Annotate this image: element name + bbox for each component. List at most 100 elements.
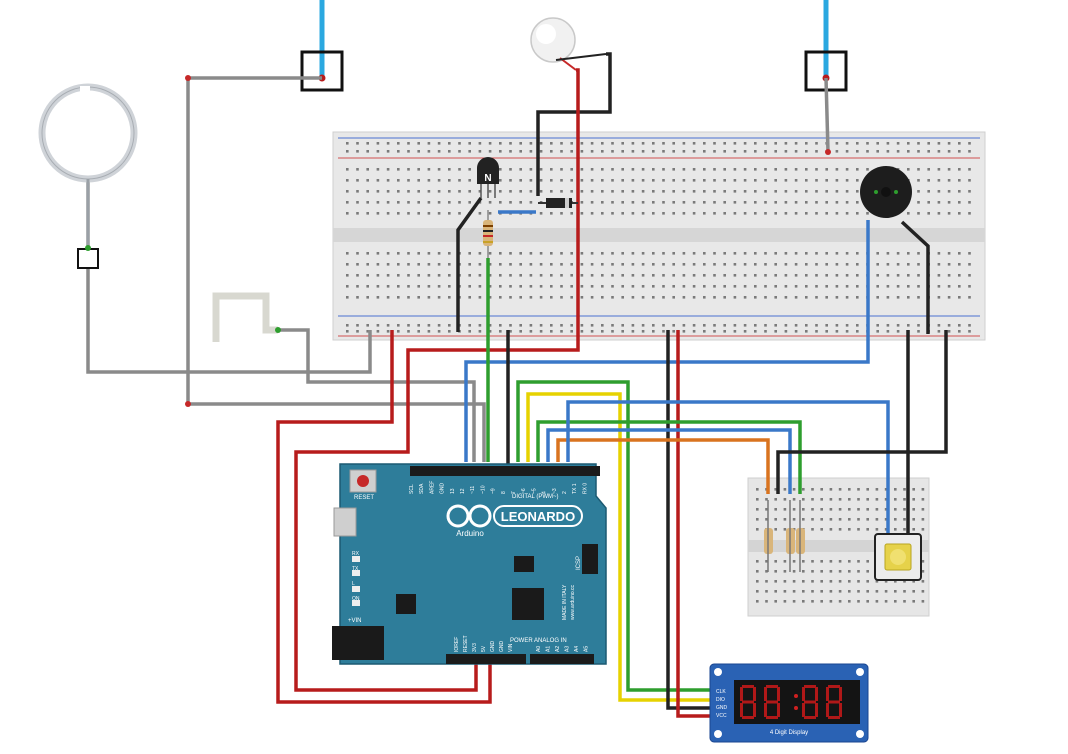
buzzer-black-wire [900,220,930,334]
display-segment [764,703,767,717]
display-segment [742,716,754,719]
digital-pin-label: TX 1 [572,483,578,494]
display-segment [740,703,743,717]
digital-pin-label: ~6 [521,488,527,494]
icsp-label: ICSP [576,556,582,570]
digital-pin-label: 8 [501,491,507,494]
four-digit-display: CLK DIO GND VCC 4 Digit Display [709,663,869,743]
display-segment [766,716,778,719]
arduino-leonardo: LEONARDO Arduino RESET +VIN POWER ANALOG… [332,463,607,665]
red-wire-5v [276,330,492,704]
transistor-label: N [484,173,491,184]
power-pin-label: 5V [481,645,487,652]
digital-pin-label: 13 [450,488,456,494]
made-in-label: MADE IN ITALY [562,584,568,620]
blue-wire-led [546,428,792,494]
display-segment [777,703,780,717]
digital-pin-label: 2 [562,491,568,494]
display-segment [742,685,754,688]
led-label: RX [352,551,360,557]
power-pin-label: VIN [508,643,514,652]
digital-pin-label: 7 [511,491,517,494]
display-segment [802,687,805,701]
digital-pin-label: AREF [429,481,435,494]
digital-pin-label: RX 0 [582,483,588,494]
display-segment [815,703,818,717]
digital-pin-label: ~9 [491,488,497,494]
analog-label: ANALOG IN [534,638,567,644]
display-pin-label: DIO [716,697,725,703]
blue-wire-button [566,400,890,542]
board-brand-label: Arduino [456,529,484,538]
analog-pin-label: A5 [584,646,590,652]
ring-electrode [38,83,138,250]
analog-pin-label: A4 [574,646,580,652]
yellow-wire-dio [526,392,714,702]
display-segment [742,700,754,704]
ring-connector [77,248,99,269]
led-label: L [352,581,355,587]
power-pin-label: GND [490,641,496,653]
small-resistors [764,500,805,572]
motor-black-wire [536,52,612,196]
digital-pin-label: GND [440,483,446,495]
digital-pin-label: ~5 [531,488,537,494]
display-segment [753,687,756,701]
display-segment [753,703,756,717]
led-label: ON [352,596,360,602]
resistor [483,210,493,258]
display-segment [828,700,840,704]
push-button [874,533,922,581]
transistor-emitter-wire [456,196,483,332]
digital-pin-label: 4 [542,491,548,494]
display-pin-label: VCC [716,713,727,719]
main-breadboard [332,131,986,341]
power-label: POWER [510,638,533,644]
digital-pin-label: SDA [419,483,425,494]
digital-pin-label: ~3 [552,488,558,494]
digital-pin-label: ~11 [470,486,476,494]
display-segment [826,687,829,701]
digital-pin-label: ~10 [480,485,486,494]
display-segment [826,703,829,717]
green-wire-led [536,420,802,494]
red-wire-display-vcc [676,330,714,718]
board-name-label: LEONARDO [501,509,575,524]
digital-pin-label: 12 [460,488,466,494]
digital-pin-label: SCL [409,484,415,494]
green-wire-clk [516,380,714,692]
display-segment [839,703,842,717]
display-segment [815,687,818,701]
analog-pin-label: A1 [546,646,552,652]
bent-sensor-wire [212,292,278,342]
analog-pin-label: A3 [565,646,571,652]
display-segment [804,700,816,704]
analog-pin-label: A2 [555,646,561,652]
black-wire-small-gnd [776,330,948,494]
display-segment [777,687,780,701]
display-segment [804,716,816,719]
power-pin-label: GND [499,641,505,653]
led-label: TX [352,566,359,572]
orange-wire-led [556,438,770,494]
display-segment [766,685,778,688]
vin-label: +VIN [348,618,362,624]
black-wire-display-gnd [666,330,714,710]
power-pin-label: RESET [463,635,469,652]
url-label: www.arduino.cc [570,584,576,620]
analog-pin-label: A0 [536,646,542,652]
display-segment [766,700,778,704]
display-segment [828,685,840,688]
display-pin-label: GND [716,705,728,711]
buzzer [860,166,912,218]
display-segment [839,687,842,701]
digital-label: DIGITAL (PWM~) [512,494,559,500]
display-pin-label: CLK [716,689,726,695]
display-segment [764,687,767,701]
reset-label: RESET [354,495,374,501]
vibration-motor [530,17,607,71]
display-caption: 4 Digit Display [770,730,808,736]
power-pin-label: 3V3 [472,643,478,652]
display-segment [804,685,816,688]
